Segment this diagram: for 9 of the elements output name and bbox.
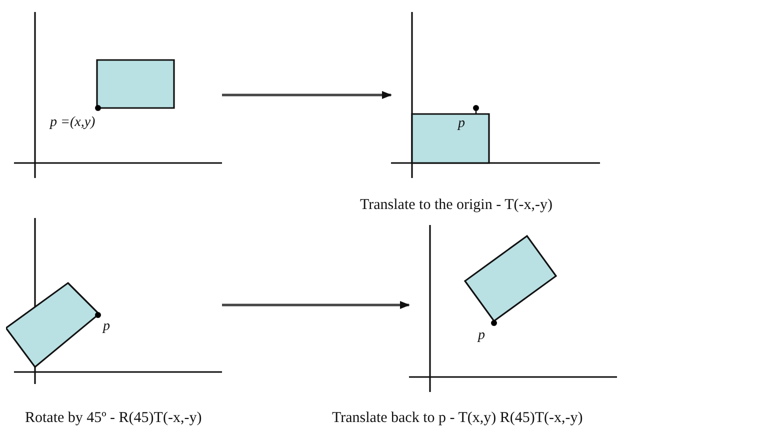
- point-label: p =(x,y): [50, 116, 96, 130]
- arrow: [222, 301, 410, 309]
- point-label: p: [458, 117, 465, 131]
- point-label: p: [103, 320, 110, 334]
- arrow: [222, 91, 392, 99]
- step-label: Translate to the origin - T(-x,-y): [360, 198, 552, 213]
- point-label: p: [478, 329, 485, 343]
- step-label: Rotate by 45º - R(45)T(-x,-y): [25, 411, 202, 426]
- step-label: Translate back to p - T(x,y) R(45)T(-x,-y): [332, 411, 583, 426]
